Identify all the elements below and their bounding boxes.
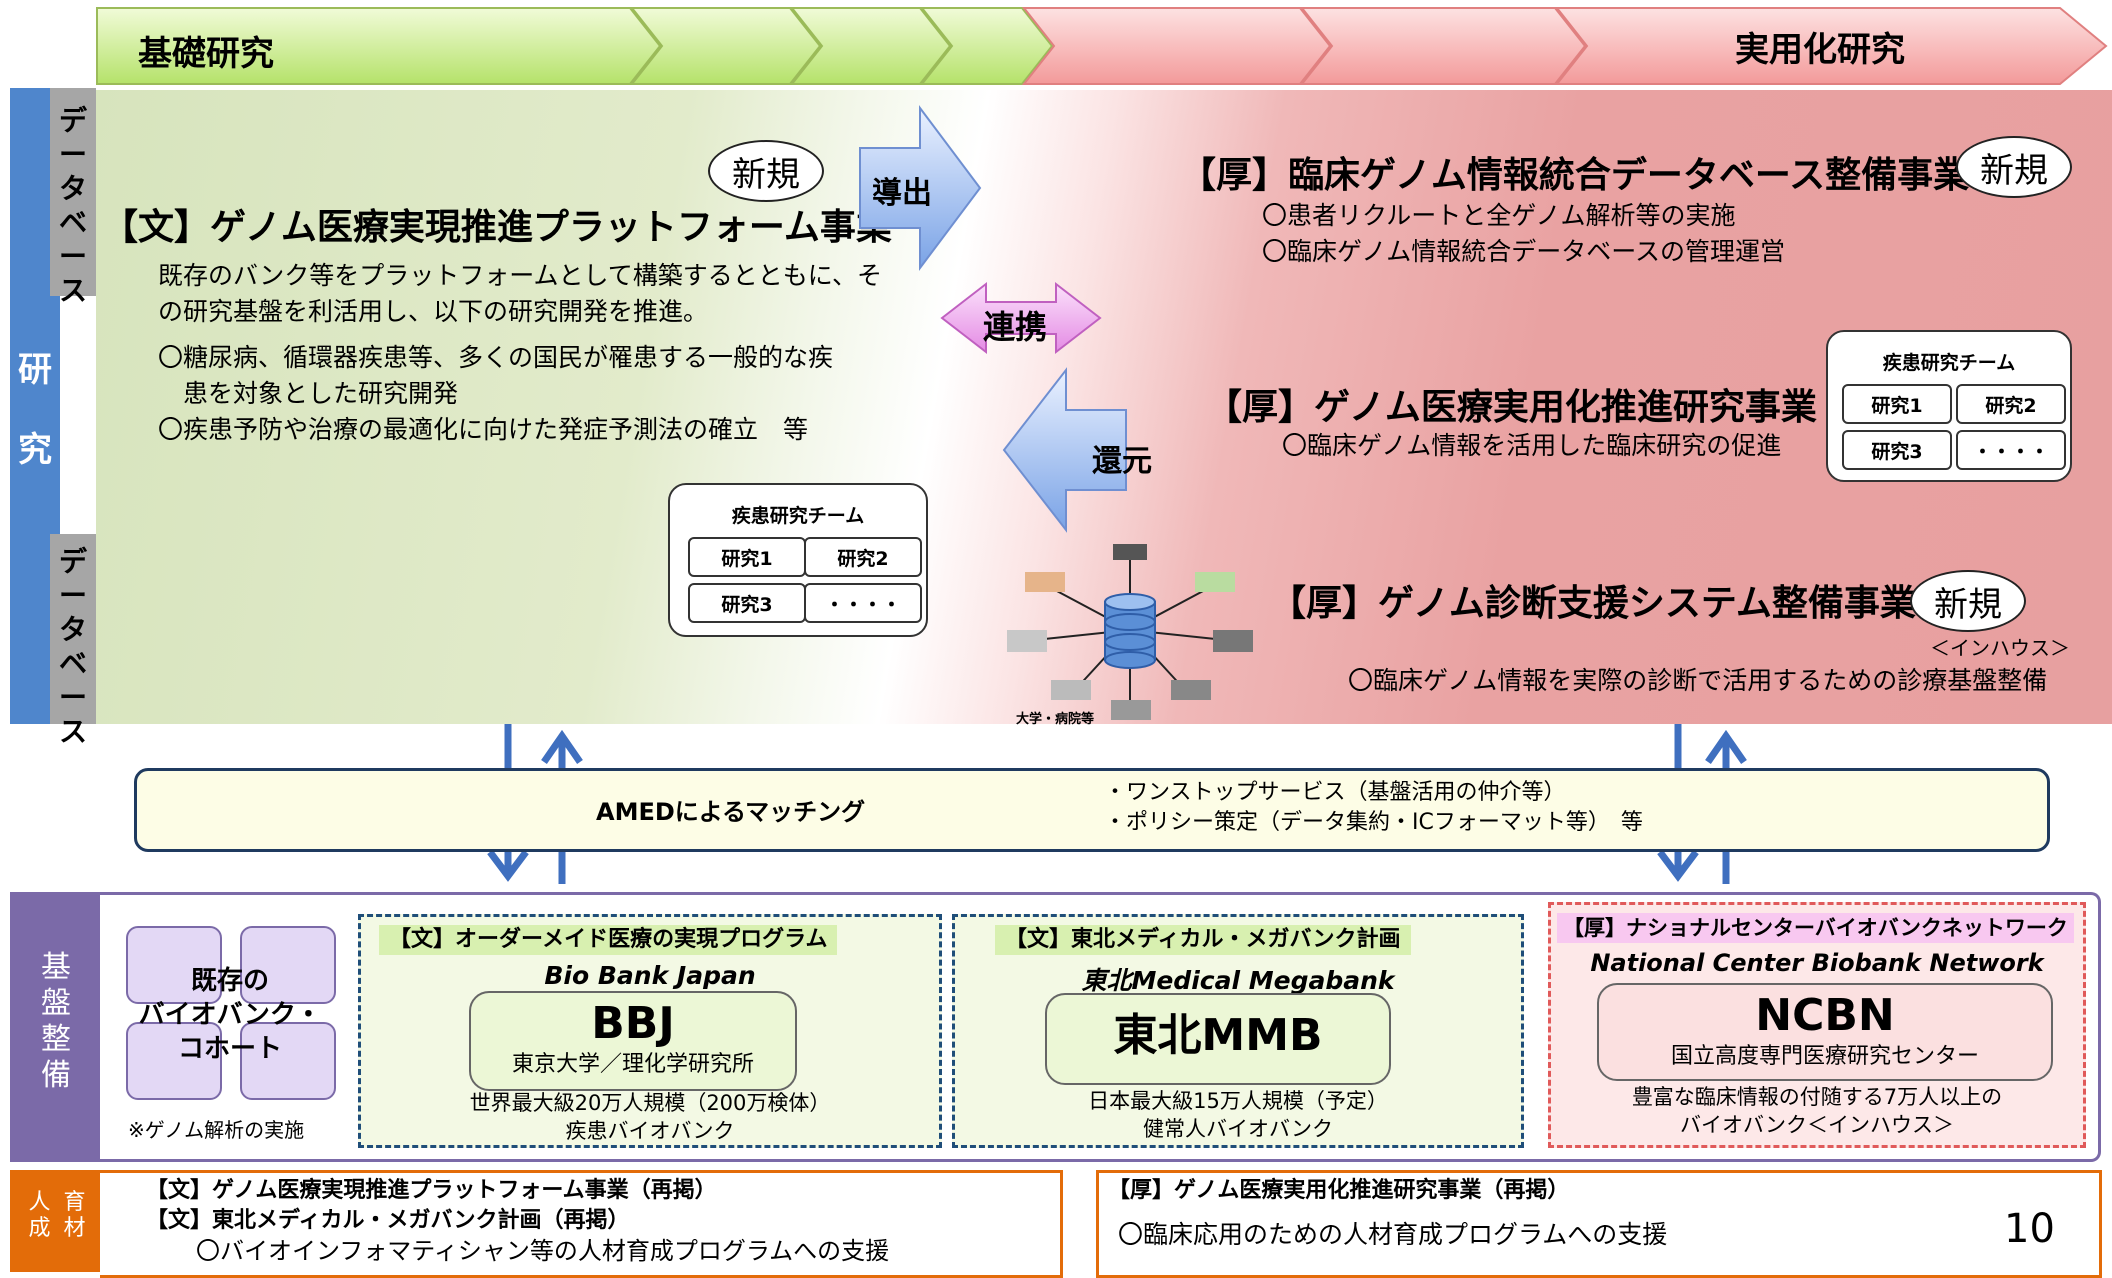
right-program1-title: 【厚】臨床ゲノム情報統合データベース整備事業 [1180, 155, 1970, 196]
database-label-top: データベース [58, 104, 87, 307]
team-cell-research2: 研究2 [804, 537, 922, 577]
right-program3-title: 【厚】ゲノム診断支援システム整備事業 [1270, 583, 1916, 624]
hub-caption: 大学・病院等 [1016, 712, 1095, 727]
mmb-name: 東北MMB [1113, 1010, 1323, 1061]
database-label-bottom: データベース [58, 545, 87, 748]
new-badge-right3: 新規 [1910, 570, 2026, 632]
research-stage-bar [96, 7, 2108, 85]
derive-label: 導出 [872, 176, 932, 211]
mmb-heading: 【文】東北メディカル・メガバンク計画 [995, 925, 1411, 955]
infra-side-bar [10, 892, 102, 1162]
mmb-english-name: 東北Medical Megabank [1081, 966, 1395, 995]
ncbn-heading: 【厚】ナショナルセンターバイオバンクネットワーク [1557, 913, 2074, 943]
right-program2-items: 〇臨床ゲノム情報を活用した臨床研究の促進 [1282, 431, 1782, 460]
team-cell-research1: 研究1 [688, 537, 806, 577]
mmb-box: 【文】東北メディカル・メガバンク計画 東北Medical Megabank 東北… [952, 914, 1524, 1148]
ncbn-desc: 豊富な臨床情報の付随する7万人以上のバイオバンク＜インハウス＞ [1631, 1085, 2003, 1137]
ncbn-box: 【厚】ナショナルセンターバイオバンクネットワーク National Center… [1548, 902, 2086, 1148]
infra-side-label: 基盤整備 [41, 950, 71, 1093]
left-program-title: 【文】ゲノム医療実現推進プラットフォーム事業 [102, 207, 892, 248]
bbj-desc: 世界最大級20万人規模（200万検体）疾患バイオバンク [469, 1091, 831, 1143]
bbj-english-name: Bio Bank Japan [544, 961, 756, 990]
hub-illustration [1007, 544, 1253, 720]
hr-left-text: 【文】ゲノム医療実現推進プラットフォーム事業（再掲） 【文】東北メディカル・メガ… [146, 1178, 890, 1265]
team-cell-research2: 研究2 [1956, 384, 2066, 424]
disease-team-box-left: 疾患研究チーム 研究1 研究2 研究3 ・・・・ [668, 483, 928, 637]
existing-square-bl [126, 1022, 222, 1100]
left-items: 〇糖尿病、循環器疾患等、多くの国民が罹患する一般的な疾 患を対象とした研究開発〇… [158, 343, 834, 444]
page-number: 10 [2004, 1206, 2055, 1252]
bbj-inner-box: BBJ 東京大学／理化学研究所 [469, 991, 797, 1091]
hr-right-text: 【厚】ゲノム医療実用化推進研究事業（再掲） 〇臨床応用のための人材育成プログラム… [1108, 1178, 1668, 1249]
database-side-tab-bottom [50, 534, 96, 724]
new-badge-left: 新規 [708, 140, 824, 202]
return-label: 還元 [1092, 444, 1152, 479]
existing-square-tl [126, 926, 222, 1004]
link-label: 連携 [983, 308, 1048, 346]
right-program1-items: 〇患者リクルートと全ゲノム解析等の実施〇臨床ゲノム情報統合データベースの管理運営 [1262, 201, 1786, 266]
new-badge-right1: 新規 [1956, 136, 2072, 198]
bbj-org: 東京大学／理化学研究所 [511, 1052, 754, 1077]
bbj-name: BBJ [591, 998, 675, 1049]
team-cell-research3: 研究3 [688, 583, 806, 623]
center-arrows [859, 105, 1127, 533]
mmb-desc: 日本最大級15万人規模（予定）健常人バイオバンク [1088, 1089, 1388, 1141]
right-program2-title: 【厚】ゲノム医療実用化推進研究事業 [1206, 387, 1817, 428]
stage-basic-label: 基礎研究 [138, 34, 274, 74]
derive-arrow-icon [859, 105, 982, 271]
hospital-icons [1007, 544, 1253, 720]
ncbn-name: NCBN [1755, 990, 1895, 1041]
bbj-box: 【文】オーダーメイド医療の実現プログラム Bio Bank Japan BBJ … [358, 914, 942, 1148]
research-side-label: 研究 [18, 350, 52, 470]
ncbn-english-name: National Center Biobank Network [1590, 949, 2044, 977]
hr-side-bar [10, 1170, 102, 1272]
database-icon [1104, 593, 1156, 669]
existing-square-tr [240, 926, 336, 1004]
existing-note: ※ゲノム解析の実施 [128, 1118, 305, 1142]
left-description: 既存のバンク等をプラットフォームとして構築するとともに、その研究基盤を利活用し、… [158, 261, 883, 326]
mmb-inner-box: 東北MMB [1045, 993, 1391, 1085]
amed-items: ・ワンストップサービス（基盤活用の仲介等）・ポリシー策定（データ集約・ICフォー… [1104, 780, 1643, 835]
team-cell-more: ・・・・ [1956, 430, 2066, 470]
team-cell-more: ・・・・ [804, 583, 922, 623]
database-side-tab-top [50, 88, 96, 296]
existing-biobank-label: 既存のバイオバンク・コホート [138, 966, 322, 1064]
disease-team-box-right: 疾患研究チーム 研究1 研究2 研究3 ・・・・ [1826, 330, 2072, 482]
return-arrow-icon [1002, 367, 1127, 533]
team-cell-research3: 研究3 [1842, 430, 1952, 470]
amed-label: AMEDによるマッチング [596, 798, 866, 826]
amed-matching-box [134, 768, 2050, 852]
bbj-heading: 【文】オーダーメイド医療の実現プログラム [379, 925, 838, 955]
link-arrow-icon [940, 281, 1102, 355]
hr-side-label: 人育成材 [28, 1190, 86, 1241]
inhouse-note: ＜インハウス＞ [1930, 636, 2070, 660]
right-program3-items: 〇臨床ゲノム情報を実際の診断で活用するための診療基盤整備 [1348, 666, 2048, 695]
ncbn-org: 国立高度専門医療研究センター [1670, 1044, 1979, 1069]
stage-applied-label: 実用化研究 [1735, 30, 1905, 70]
ncbn-inner-box: NCBN 国立高度専門医療研究センター [1597, 983, 2053, 1081]
existing-square-br [240, 1022, 336, 1100]
team-cell-research1: 研究1 [1842, 384, 1952, 424]
